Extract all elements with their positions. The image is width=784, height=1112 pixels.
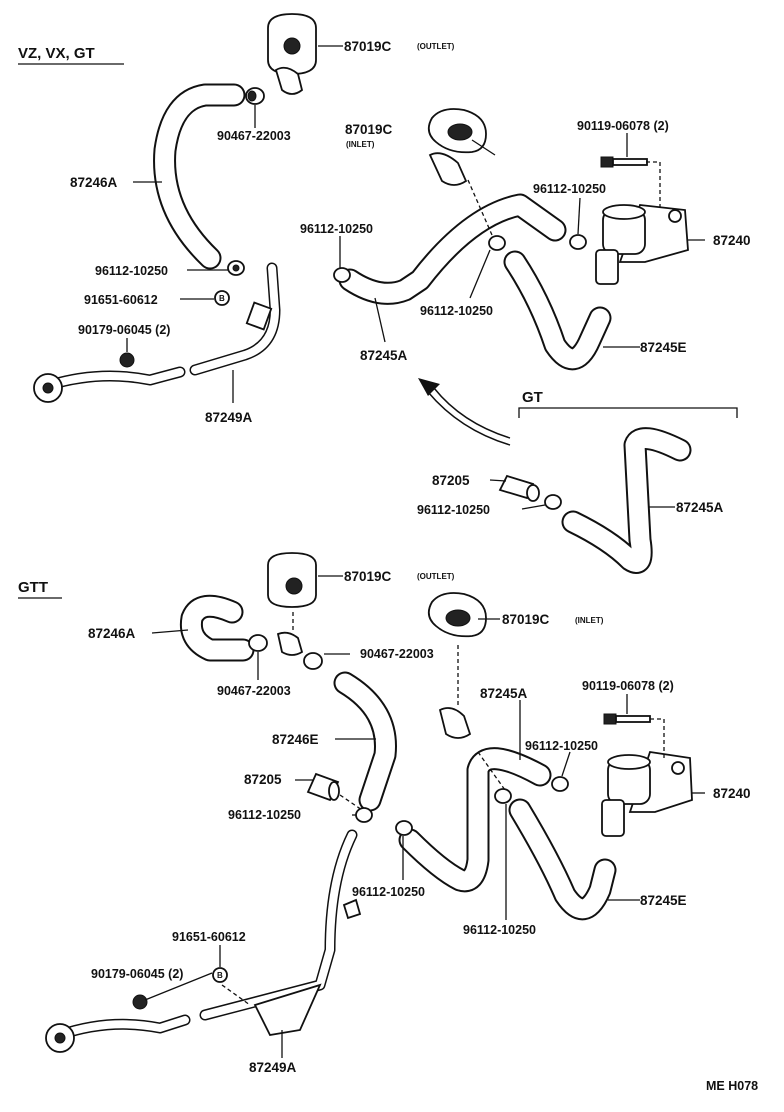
gt-bracket (518, 407, 738, 418)
hose-87246e-gtt (333, 671, 397, 812)
label-gtt-91651-60612: 91651-60612 (172, 930, 246, 944)
label-gtt-87240: 87240 (713, 786, 751, 801)
air-valve-87240-gtt (601, 750, 693, 837)
drawing-code: ME H078 (706, 1079, 758, 1093)
label-87245a: 87245A (360, 348, 408, 363)
hose-87245e-gtt (508, 798, 617, 921)
gasket-outlet-part (274, 66, 304, 95)
clamp-96112-gtt-a (355, 807, 373, 823)
clamp-96112-gtt-b (395, 820, 413, 836)
washer-91651-top: B (214, 290, 230, 306)
label-gtt-96112-10250-d: 96112-10250 (463, 923, 536, 937)
leader-lines (126, 45, 705, 1058)
hose-87246a-gtt (179, 594, 255, 662)
label-gtt-90119-06078: 90119-06078 (2) (582, 679, 674, 693)
clamp-96112-top-c (569, 234, 587, 250)
note-gtt-outlet: (OUTLET) (417, 572, 455, 581)
label-90179-06045: 90179-06045 (2) (78, 323, 170, 337)
label-96112-10250-d: 96112-10250 (420, 304, 493, 318)
label-gtt-87205: 87205 (244, 772, 282, 787)
clamp-96112-top-left (227, 260, 245, 276)
hose-87246a-top (153, 83, 246, 270)
nut-90179-gtt (132, 994, 148, 1010)
label-gtt-96112-10250-a: 96112-10250 (525, 739, 598, 753)
label-87246a: 87246A (70, 175, 118, 190)
hose-87245a-top (338, 193, 567, 305)
label-gt-87205: 87205 (432, 473, 470, 488)
washer-91651-gtt: B (212, 967, 228, 983)
label-gtt-90467-22003-a: 90467-22003 (360, 647, 434, 661)
label-gt-87245a: 87245A (676, 500, 724, 515)
gasket-outlet-part-gtt (276, 631, 304, 656)
label-90467-22003: 90467-22003 (217, 129, 291, 143)
clip-90467-part (245, 87, 265, 105)
label-87249a: 87249A (205, 410, 253, 425)
label-91651-60612: 91651-60612 (84, 293, 158, 307)
label-gtt-87019c-outlet: 87019C (344, 569, 392, 584)
air-valve-87240-top (595, 204, 689, 285)
label-96112-10250-b: 96112-10250 (300, 222, 373, 236)
label-gtt-87019c-inlet: 87019C (502, 612, 550, 627)
label-gtt-87246e: 87246E (272, 732, 319, 747)
clamp-96112-gtt-c (494, 788, 512, 804)
label-87019c-outlet: 87019C (344, 39, 392, 54)
label-gt-96112-10250: 96112-10250 (417, 503, 490, 517)
pipe-87249a-top (33, 262, 281, 403)
pipe-87205-gt (498, 474, 540, 502)
bolt-90119-gtt (603, 713, 651, 725)
note-inlet: (INLET) (346, 140, 375, 149)
label-gtt-90179-06045: 90179-06045 (2) (91, 967, 183, 981)
hose-87245a-gtt (398, 747, 552, 893)
section-title-gtt: GTT (18, 579, 48, 596)
label-87245e: 87245E (640, 340, 687, 355)
note-outlet: (OUTLET) (417, 42, 455, 51)
section-title-vz-vx-gt: VZ, VX, GT (18, 45, 95, 62)
label-gtt-87245a: 87245A (480, 686, 528, 701)
label-87240: 87240 (713, 233, 751, 248)
part-labels: 87019C (OUTLET) 90467-22003 87019C (INLE… (70, 39, 758, 1093)
label-90119-06078: 90119-06078 (2) (577, 119, 669, 133)
label-gtt-90467-22003-b: 90467-22003 (217, 684, 291, 698)
clamp-96112-top-a (333, 267, 351, 283)
label-96112-10250-c: 96112-10250 (95, 264, 168, 278)
grommet-outlet-part (267, 13, 317, 75)
clamp-96112-gtt-d (551, 776, 569, 792)
label-gtt-87245e: 87245E (640, 893, 687, 908)
hose-87245e-top (503, 250, 612, 371)
label-gtt-96112-10250-b: 96112-10250 (228, 808, 301, 822)
label-gtt-87246a: 87246A (88, 626, 136, 641)
section-title-gt: GT (522, 389, 543, 406)
nut-90179-top (119, 352, 135, 368)
svg-text:B: B (219, 294, 225, 303)
grommet-inlet-part (427, 108, 487, 154)
hose-87245a-gt (561, 427, 692, 574)
label-gtt-87249a: 87249A (249, 1060, 297, 1075)
note-gtt-inlet: (INLET) (575, 616, 604, 625)
bolt-90119-top (600, 156, 648, 168)
label-87019c-inlet: 87019C (345, 122, 393, 137)
clamp-96112-gt (544, 494, 562, 510)
clip-90467-gtt-b (303, 652, 323, 670)
pipe-87249a-gtt (45, 829, 362, 1053)
clamp-96112-top-b (488, 235, 506, 251)
direction-arrow (418, 378, 511, 446)
grommet-outlet-part-gtt (267, 552, 317, 608)
gasket-inlet-part-gtt (438, 707, 472, 739)
label-96112-10250-a: 96112-10250 (533, 182, 606, 196)
pipe-87205-gtt (306, 772, 340, 802)
clip-90467-gtt-a (248, 634, 268, 652)
label-gtt-96112-10250-c: 96112-10250 (352, 885, 425, 899)
grommet-inlet-part-gtt (427, 592, 487, 638)
svg-text:B: B (217, 971, 223, 980)
gasket-inlet-part (428, 152, 468, 186)
